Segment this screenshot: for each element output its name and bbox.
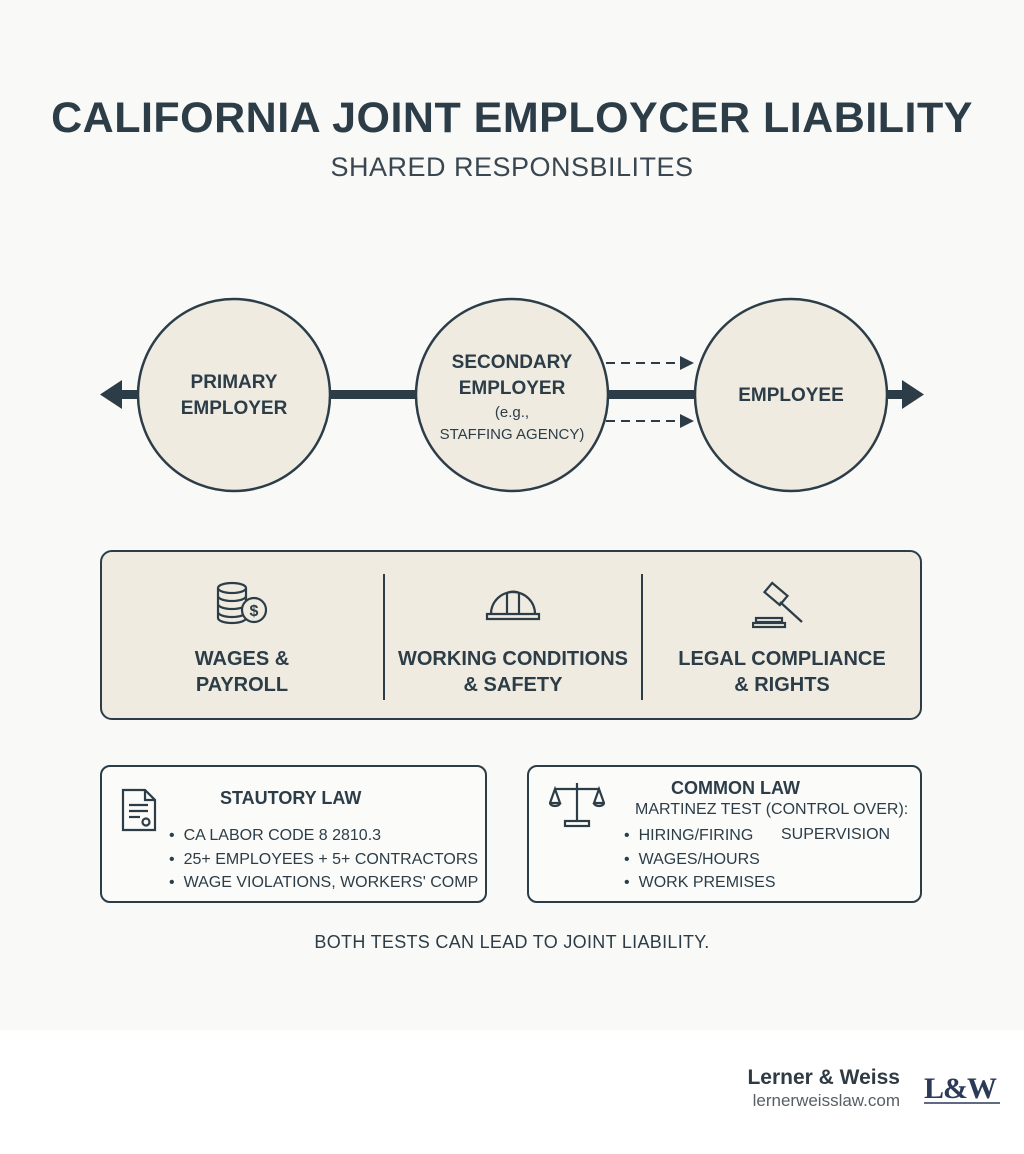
page-title: CALIFORNIA JOINT EMPLOYCER LIABILITY — [51, 94, 973, 142]
wages-payroll-label: WAGES & PAYROLL — [102, 646, 382, 698]
dashed-arrow-bottom-head — [680, 414, 694, 428]
list-item: WORK PREMISES — [624, 871, 776, 895]
left-arrow-head — [100, 380, 122, 409]
responsibilities-panel: $ WAGES & PAYROLL WORKING CONDITIONS & S… — [100, 550, 922, 720]
working-conditions-column: WORKING CONDITIONS & SAFETY — [386, 552, 640, 718]
list-item: WAGE VIOLATIONS, WORKERS' COMP — [169, 871, 479, 895]
legal-line-2: & RIGHTS — [734, 674, 830, 696]
employee-circle — [693, 297, 889, 493]
working-conditions-label: WORKING CONDITIONS & SAFETY — [386, 646, 640, 698]
list-item: CA LABOR CODE 8 2810.3 — [169, 824, 478, 848]
secondary-line-1: SECONDARY — [451, 352, 573, 373]
brand-name: Lerner & Weiss — [747, 1066, 900, 1089]
primary-employer-label: PRIMARY EMPLOYER — [138, 370, 330, 422]
svg-text:$: $ — [250, 603, 259, 620]
legal-compliance-label: LEGAL COMPLIANCE & RIGHTS — [644, 646, 920, 698]
common-law-list: HIRING/FIRING WAGES/HOURS WORK PREMISES — [624, 824, 776, 895]
scales-icon — [548, 779, 606, 834]
hard-hat-icon — [483, 580, 543, 629]
statutory-law-title: STAUTORY LAW — [220, 788, 362, 808]
primary-line-2: EMPLOYER — [180, 398, 288, 419]
page-subtitle: SHARED RESPONSBILITES — [330, 152, 694, 182]
primary-employer-circle — [136, 297, 332, 493]
column-divider — [383, 574, 385, 700]
secondary-line-3: (e.g., — [494, 404, 530, 421]
primary-line-1: PRIMARY — [190, 372, 278, 393]
wages-payroll-column: $ WAGES & PAYROLL — [102, 552, 382, 718]
gavel-icon — [751, 580, 812, 635]
dashed-arrow-top-head — [680, 356, 694, 370]
statutory-law-panel: STAUTORY LAW CA LABOR CODE 8 2810.3 25+ … — [100, 765, 487, 903]
martinez-test-subtitle: MARTINEZ TEST (CONTROL OVER): — [635, 801, 909, 818]
secondary-employer-circle — [414, 297, 610, 493]
brand-url[interactable]: lernerweisslaw.com — [752, 1091, 900, 1110]
right-arrow-head — [902, 380, 924, 409]
supervision-item: SUPERVISION — [781, 826, 891, 843]
employer-flow-diagram — [100, 297, 924, 493]
law-firm-logo: L&W — [920, 1066, 1004, 1119]
column-divider — [641, 574, 643, 700]
working-line-1: WORKING CONDITIONS — [398, 648, 628, 670]
common-law-title: COMMON LAW — [671, 778, 800, 798]
wages-line-2: PAYROLL — [195, 674, 289, 696]
secondary-line-4: STAFFING AGENCY) — [439, 426, 585, 443]
secondary-employer-label: SECONDARY EMPLOYER (e.g., STAFFING AGENC… — [416, 350, 608, 446]
list-item: WAGES/HOURS — [624, 848, 776, 872]
conclusion-text: BOTH TESTS CAN LEAD TO JOINT LIABILITY. — [314, 932, 710, 952]
wages-line-1: WAGES & — [194, 648, 290, 670]
footer — [0, 1030, 1024, 1154]
employee-label: EMPLOYEE — [738, 385, 844, 406]
common-law-panel: COMMON LAW MARTINEZ TEST (CONTROL OVER):… — [527, 765, 922, 903]
logo-text: L&W — [924, 1072, 997, 1105]
document-icon — [120, 787, 158, 838]
legal-compliance-column: LEGAL COMPLIANCE & RIGHTS — [644, 552, 920, 718]
statutory-law-list: CA LABOR CODE 8 2810.3 25+ EMPLOYEES + 5… — [169, 824, 479, 895]
coins-dollar-icon: $ — [214, 580, 270, 635]
list-item: 25+ EMPLOYEES + 5+ CONTRACTORS — [169, 848, 478, 872]
legal-line-1: LEGAL COMPLIANCE — [678, 648, 886, 670]
working-line-2: & SAFETY — [463, 674, 563, 696]
list-item: HIRING/FIRING — [624, 824, 776, 848]
secondary-line-2: EMPLOYER — [458, 378, 566, 399]
